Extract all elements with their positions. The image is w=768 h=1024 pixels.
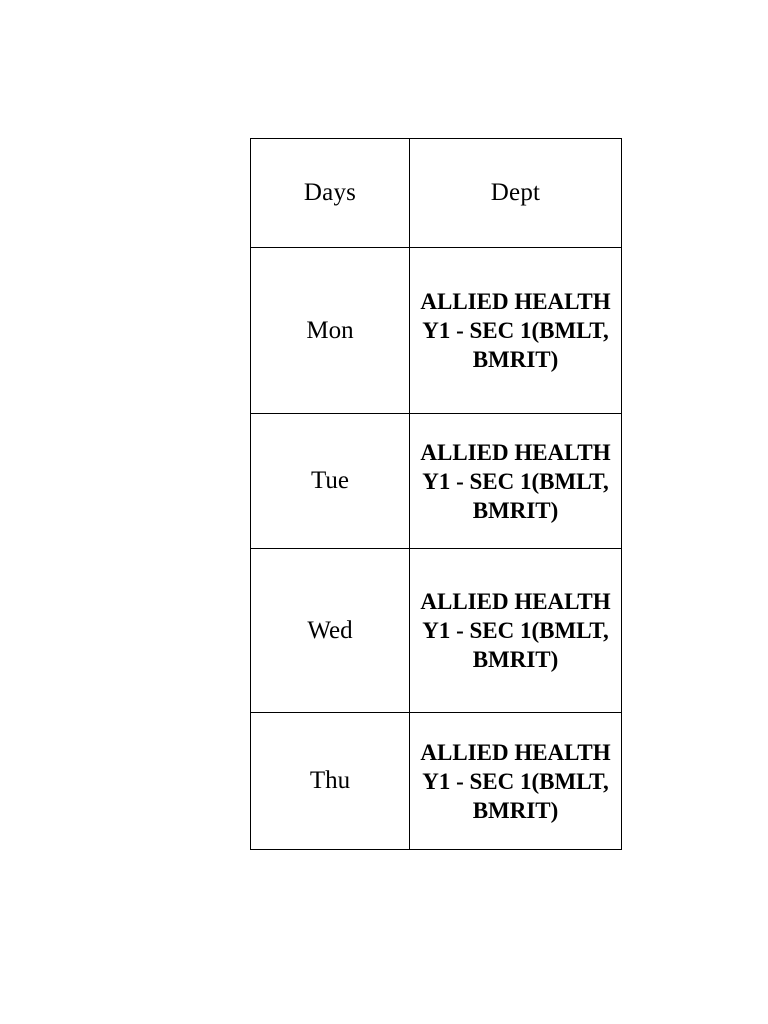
dept-cell-thu: ALLIED HEALTH Y1 - SEC 1(BMLT, BMRIT) <box>409 712 622 850</box>
day-cell-wed: Wed <box>250 548 410 713</box>
timetable: Days Dept Mon ALLIED HEALTH Y1 - SEC 1(B… <box>250 138 622 850</box>
table-row-wed: Wed ALLIED HEALTH Y1 - SEC 1(BMLT, BMRIT… <box>250 548 622 713</box>
day-cell-mon: Mon <box>250 247 410 414</box>
dept-cell-mon: ALLIED HEALTH Y1 - SEC 1(BMLT, BMRIT) <box>409 247 622 414</box>
table-row-tue: Tue ALLIED HEALTH Y1 - SEC 1(BMLT, BMRIT… <box>250 413 622 549</box>
table-row-thu: Thu ALLIED HEALTH Y1 - SEC 1(BMLT, BMRIT… <box>250 712 622 850</box>
day-cell-tue: Tue <box>250 413 410 549</box>
dept-cell-tue: ALLIED HEALTH Y1 - SEC 1(BMLT, BMRIT) <box>409 413 622 549</box>
header-cell-dept: Dept <box>409 138 622 248</box>
header-cell-days: Days <box>250 138 410 248</box>
day-cell-thu: Thu <box>250 712 410 850</box>
table-row-mon: Mon ALLIED HEALTH Y1 - SEC 1(BMLT, BMRIT… <box>250 247 622 414</box>
table-header-row: Days Dept <box>250 138 622 248</box>
dept-cell-wed: ALLIED HEALTH Y1 - SEC 1(BMLT, BMRIT) <box>409 548 622 713</box>
